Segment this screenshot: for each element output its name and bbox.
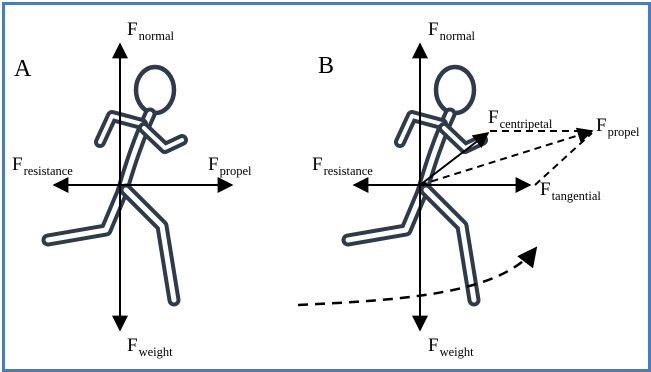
curved-path-arrow <box>298 248 536 305</box>
label-f-propel-a: Fpropel <box>208 155 252 174</box>
runner-figure-a <box>48 67 182 300</box>
label-f-centripetal-b: Fcentripetal <box>488 108 552 127</box>
label-f-weight-b: Fweight <box>428 336 474 355</box>
label-f-propel-b: Fpropel <box>596 116 640 135</box>
panel-label-b: B <box>318 54 334 78</box>
label-f-normal-a: Fnormal <box>127 20 174 39</box>
panel-label-a: A <box>14 57 31 81</box>
label-f-normal-b: Fnormal <box>428 20 475 39</box>
label-f-weight-a: Fweight <box>127 336 173 355</box>
label-f-resistance-b: Fresistance <box>312 155 373 174</box>
label-f-tangential-b: Ftangential <box>540 180 601 199</box>
runner-figure-b <box>348 67 482 300</box>
label-f-resistance-a: Fresistance <box>12 155 73 174</box>
